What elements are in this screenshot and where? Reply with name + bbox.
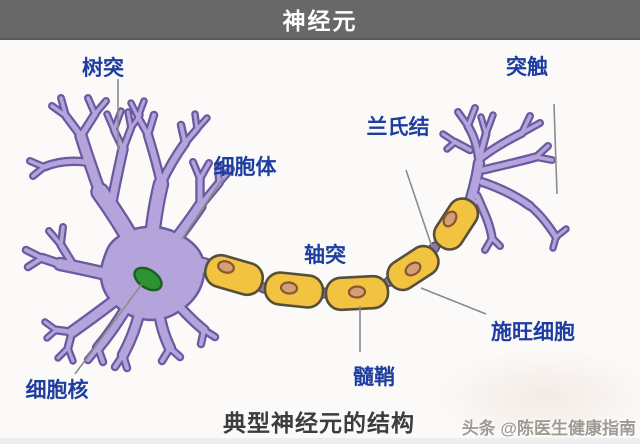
schwann-nucleus [442, 210, 458, 228]
annotation-lines [74, 79, 558, 375]
schwann-nucleus [217, 260, 235, 274]
cell-body-leader-line [181, 177, 224, 240]
diagram-caption: 典型神经元的结构 [223, 410, 415, 436]
label-schwann-cell: 施旺细胞 [491, 321, 575, 344]
nucleus-leader-line [74, 283, 143, 375]
label-cell-nucleus: 细胞核 [25, 379, 89, 402]
watermark: 头条 @陈医生健康指南 [461, 419, 636, 438]
label-axon: 轴突 [304, 244, 346, 267]
label-node-of-ranvier: 兰氏结 [366, 116, 430, 139]
schwann-nucleus [347, 285, 367, 299]
schwann-nuclei [217, 210, 458, 299]
schwann-leader-line [420, 287, 487, 315]
synapse-leader-line [553, 103, 558, 195]
label-synapse: 突触 [506, 56, 548, 79]
ranvier-leader-line [405, 169, 433, 248]
label-cell-body: 细胞体 [213, 156, 277, 179]
myelin-segment [432, 197, 480, 251]
label-myelin-sheath: 髓鞘 [353, 366, 395, 389]
schwann-nucleus [279, 281, 299, 295]
label-dendrite: 树突 [82, 57, 124, 80]
title-bar: 神经元 [0, 0, 640, 40]
schwann-nucleus [404, 261, 422, 277]
myelin-segment [203, 253, 265, 297]
page-title: 神经元 [282, 8, 358, 34]
bottom-strip [0, 438, 640, 444]
